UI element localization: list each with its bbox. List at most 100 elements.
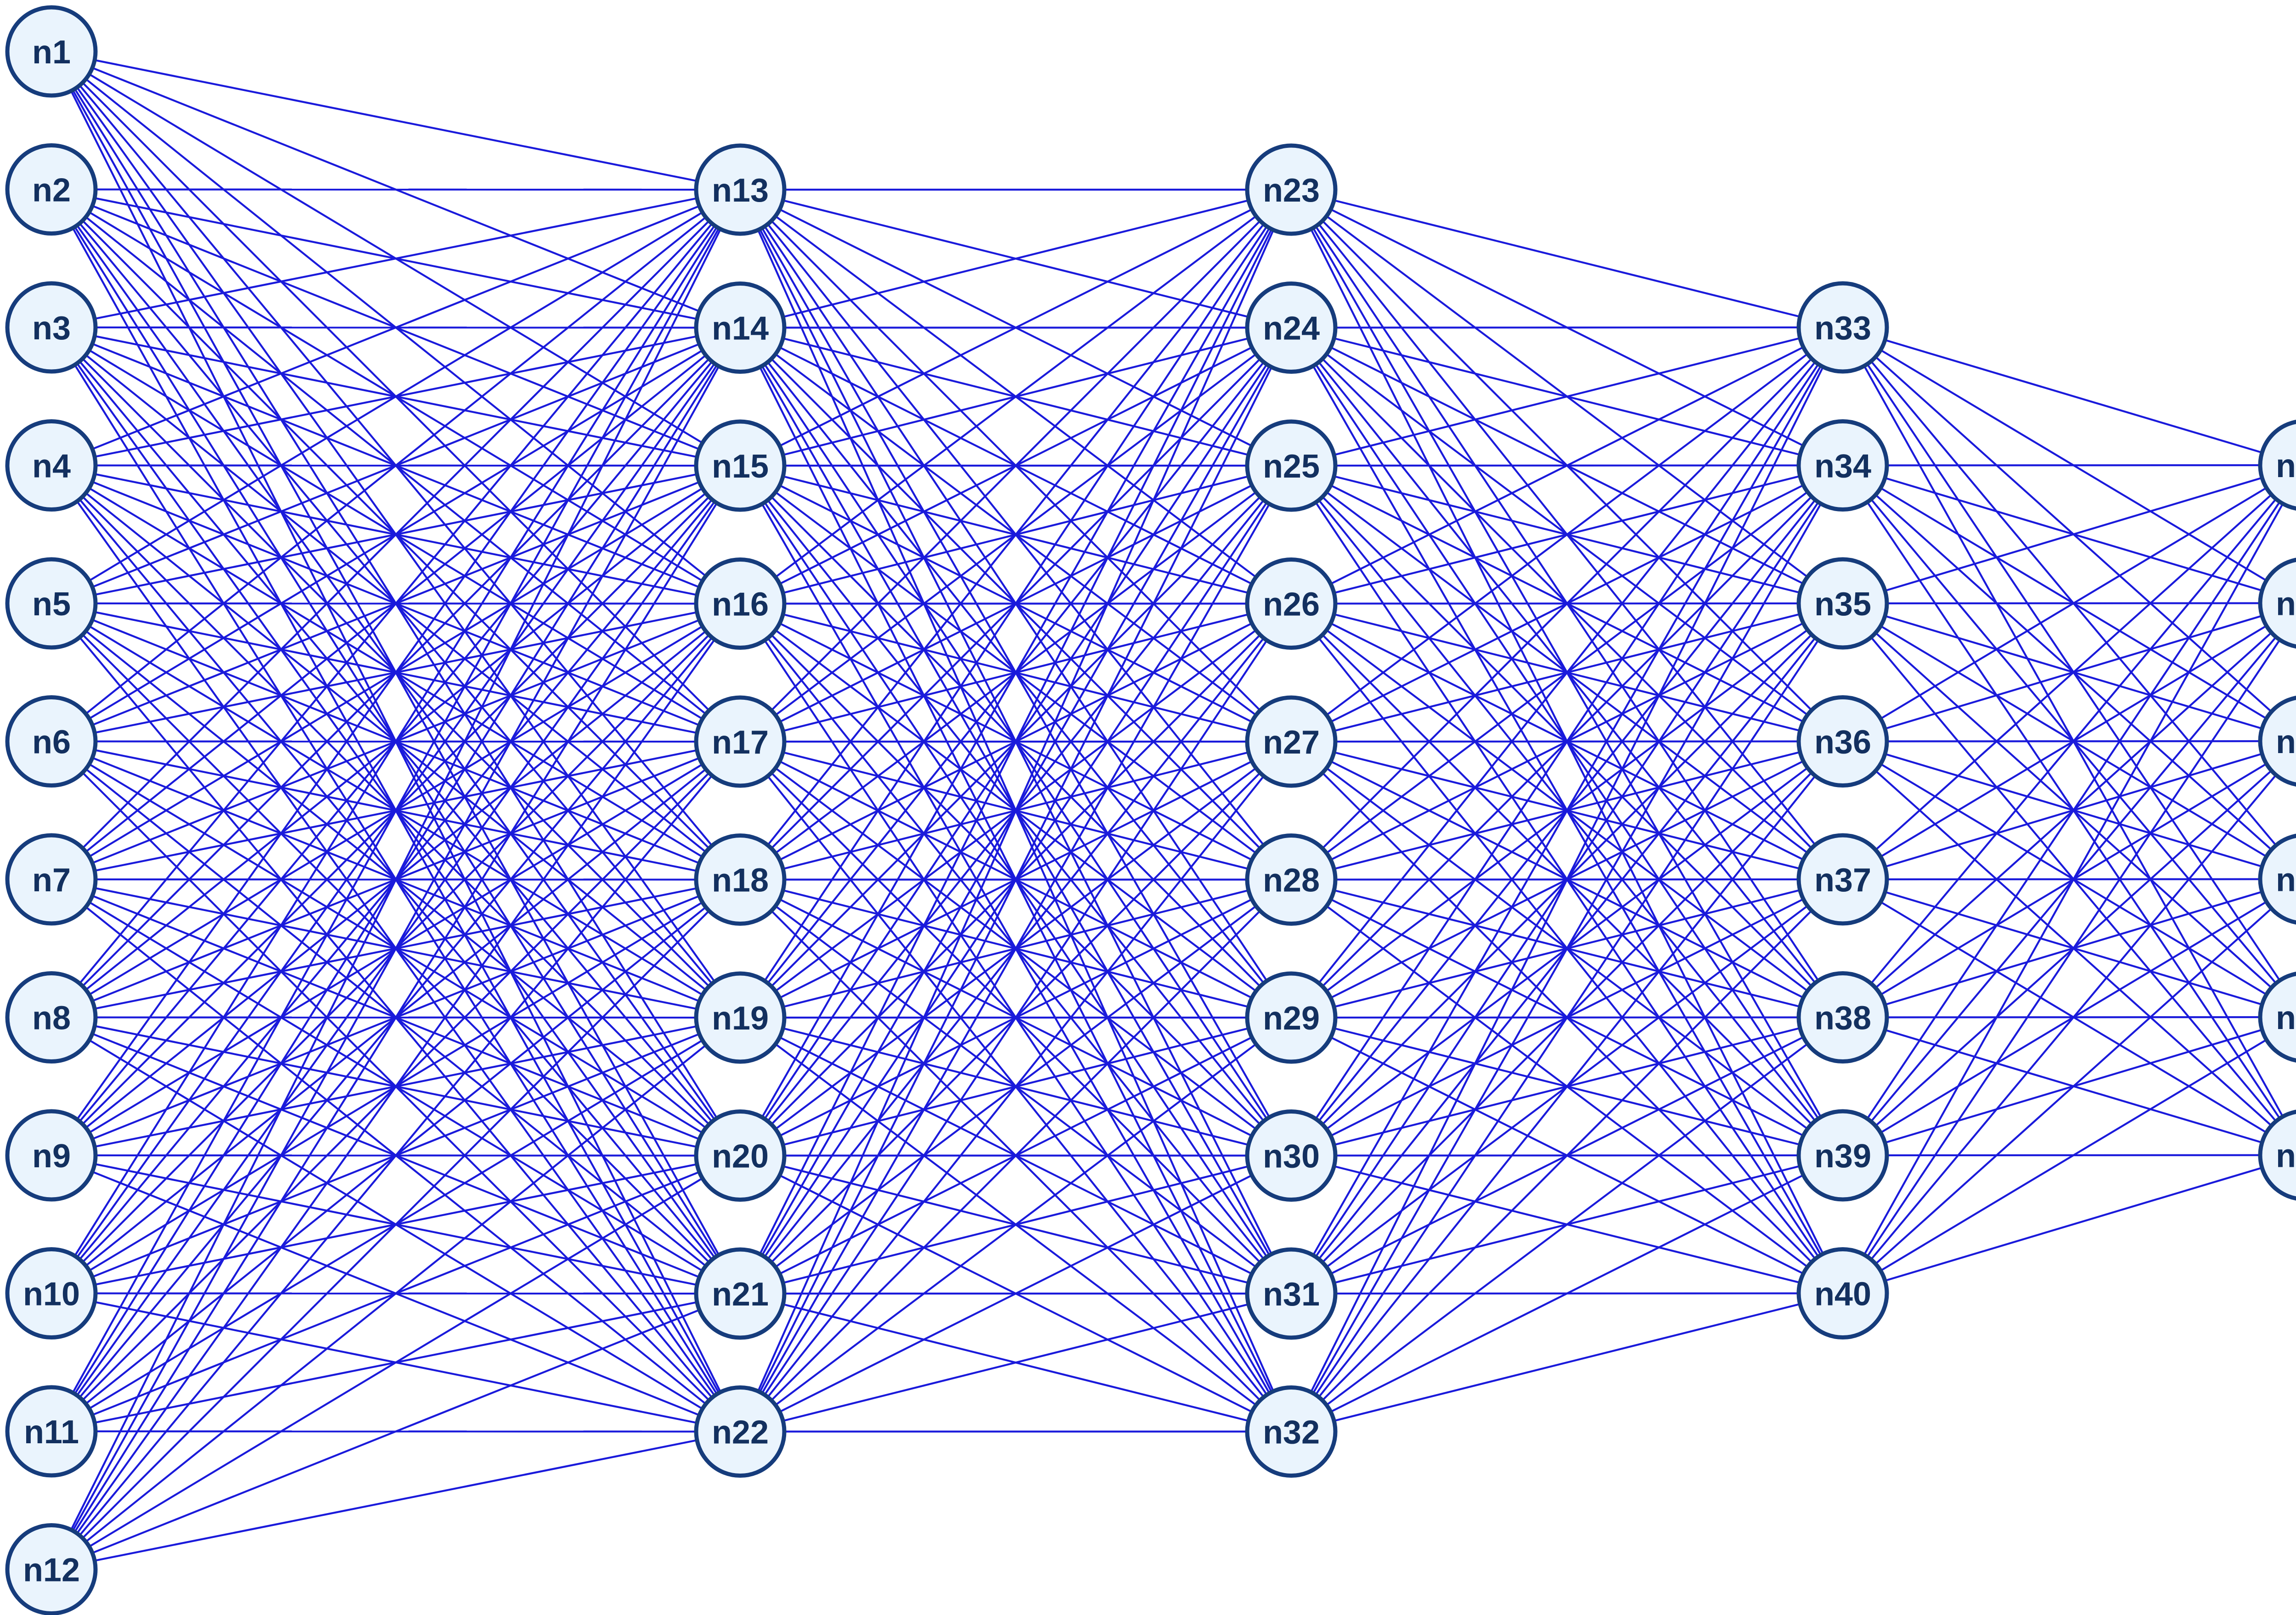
edge-n16-n23 xyxy=(739,189,1292,605)
edge-n25-n33 xyxy=(1291,326,1843,467)
node-label: n2 xyxy=(32,172,71,209)
node-n33: n33 xyxy=(1796,281,1889,374)
node-label: n21 xyxy=(712,1276,769,1313)
edge-n14-n23 xyxy=(740,188,1292,329)
node-n44: n44 xyxy=(2258,833,2296,925)
node-circle xyxy=(2258,972,2296,1063)
node-label: n19 xyxy=(712,1000,769,1037)
edge-n36-n43 xyxy=(1842,740,2296,743)
edge-n22-n25 xyxy=(739,465,1292,1432)
node-label: n27 xyxy=(1263,724,1320,761)
node-label: n39 xyxy=(1814,1138,1871,1175)
edge-n33-n41 xyxy=(1842,326,2296,464)
edge-n4-n13 xyxy=(51,189,741,467)
node-label: n10 xyxy=(23,1276,80,1313)
edge-n40-n42 xyxy=(1842,613,2296,1294)
node-n1: n1 xyxy=(5,5,98,98)
edge-n34-n41 xyxy=(1842,464,2296,467)
edge-n39-n46 xyxy=(1842,1154,2296,1157)
edge-n12-n13 xyxy=(51,189,741,1570)
node-label: n9 xyxy=(32,1138,71,1175)
edge-n12-n18 xyxy=(51,879,741,1570)
node-circle xyxy=(1796,971,1889,1064)
node-label: n1 xyxy=(32,34,71,71)
edge-n37-n44 xyxy=(1842,878,2296,881)
node-n43: n43 xyxy=(2258,696,2296,787)
node-label: n23 xyxy=(1263,172,1320,209)
node-n20: n20 xyxy=(694,1109,787,1202)
node-n13: n13 xyxy=(694,143,787,236)
node-label: n16 xyxy=(712,586,769,623)
node-circle xyxy=(5,1247,98,1339)
node-circle xyxy=(2258,833,2296,925)
node-n36: n36 xyxy=(1796,695,1889,788)
node-label: n6 xyxy=(32,724,71,761)
edge-n29-n33 xyxy=(1290,326,1844,1019)
node-circle xyxy=(2258,557,2296,649)
node-circle xyxy=(1796,833,1889,926)
node-circle xyxy=(1245,281,1338,374)
node-n3: n3 xyxy=(5,281,98,374)
node-circle xyxy=(5,419,98,512)
edge-n22-n24 xyxy=(739,327,1292,1432)
node-label: n11 xyxy=(24,1414,79,1451)
node-n4: n4 xyxy=(5,419,98,512)
node-circle xyxy=(5,143,98,236)
node-circle xyxy=(5,1109,98,1202)
node-circle xyxy=(694,1109,787,1202)
node-circle xyxy=(694,419,787,512)
edge-n32-n39 xyxy=(1291,1154,1843,1433)
node-label: n14 xyxy=(712,310,769,347)
node-label: n3 xyxy=(32,310,71,347)
node-n46: n46 xyxy=(2258,1109,2296,1201)
node-circle xyxy=(1796,557,1889,650)
node-n26: n26 xyxy=(1245,557,1338,650)
node-label: n28 xyxy=(1263,862,1320,899)
edge-n12-n20 xyxy=(51,1154,741,1570)
edge-n23-n33 xyxy=(1291,188,1843,329)
node-n5: n5 xyxy=(5,557,98,650)
node-n35: n35 xyxy=(1796,557,1889,650)
node-n28: n28 xyxy=(1245,833,1338,926)
node-label: n17 xyxy=(712,724,769,761)
edge-n26-n33 xyxy=(1291,326,1843,605)
node-label: n18 xyxy=(712,862,769,899)
edge-n40-n46 xyxy=(1842,1156,2296,1294)
node-n38: n38 xyxy=(1796,971,1889,1064)
node-n21: n21 xyxy=(694,1247,787,1340)
node-n39: n39 xyxy=(1796,1109,1889,1202)
node-label: n38 xyxy=(1814,1000,1871,1037)
node-circle xyxy=(1245,971,1338,1064)
node-label: n5 xyxy=(32,586,71,623)
edge-n32-n34 xyxy=(1290,465,1844,1432)
node-circle xyxy=(1245,1385,1338,1478)
node-label: n12 xyxy=(23,1552,80,1589)
node-circle xyxy=(1796,419,1889,512)
node-circle xyxy=(1796,695,1889,788)
node-circle xyxy=(5,1385,98,1478)
node-label: n32 xyxy=(1263,1414,1320,1451)
edge-n27-n33 xyxy=(1290,326,1844,743)
node-label: n44 xyxy=(2276,862,2296,899)
node-circle xyxy=(1796,1247,1889,1339)
edge-n19-n23 xyxy=(739,189,1292,1019)
node-n14: n14 xyxy=(694,281,787,374)
node-circle xyxy=(694,1247,787,1340)
edge-n22-n27 xyxy=(739,741,1292,1432)
node-label: n7 xyxy=(32,862,71,899)
edge-n9-n13 xyxy=(51,189,741,1156)
edge-n12-n19 xyxy=(51,1017,741,1570)
node-n41: n41 xyxy=(2258,420,2296,511)
edge-n32-n40 xyxy=(1291,1292,1843,1433)
edge-n11-n13 xyxy=(51,189,741,1432)
edge-n22-n31 xyxy=(740,1292,1292,1433)
node-label: n46 xyxy=(2276,1138,2296,1175)
node-circle xyxy=(1245,1109,1338,1202)
node-n16: n16 xyxy=(694,557,787,650)
node-n42: n42 xyxy=(2258,557,2296,649)
node-circle xyxy=(5,557,98,650)
node-label: n35 xyxy=(1814,586,1871,623)
node-n2: n2 xyxy=(5,143,98,236)
node-circle xyxy=(2258,420,2296,511)
